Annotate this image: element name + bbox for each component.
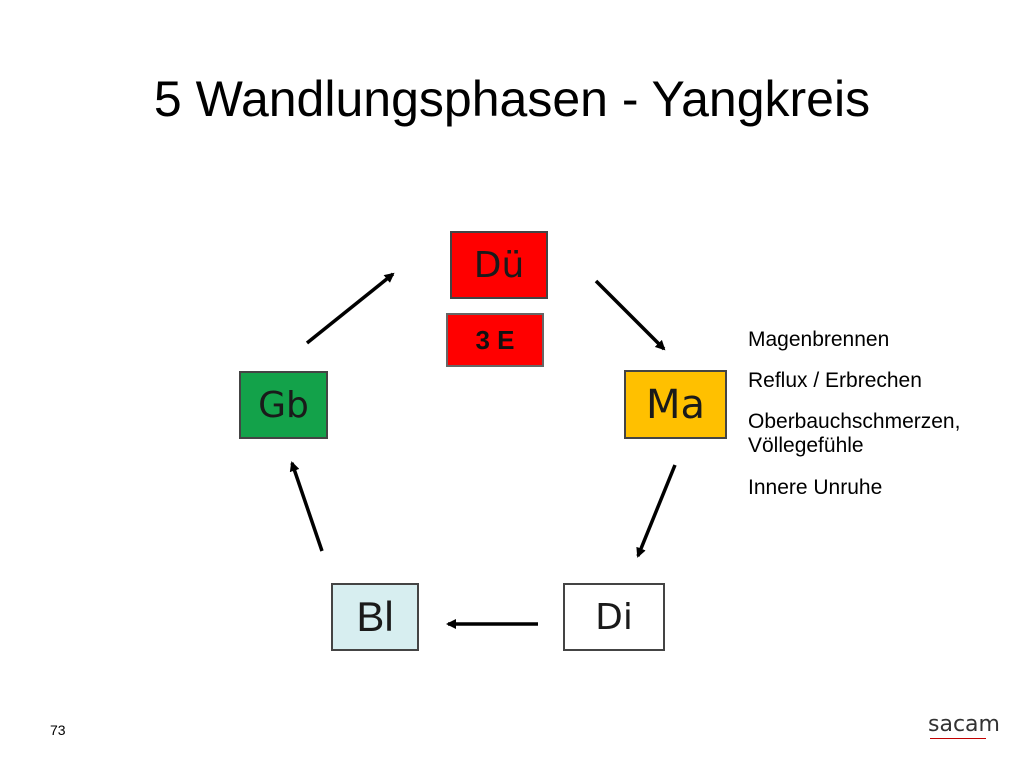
node-gb: Gb — [239, 371, 328, 439]
slide-title: 5 Wandlungsphasen - Yangkreis — [153, 71, 871, 127]
symptom-list: Magenbrennen Reflux / Erbrechen Oberbauc… — [748, 328, 1018, 517]
symptom-item: Reflux / Erbrechen — [748, 369, 922, 393]
arrow-ma-to-di — [636, 464, 677, 558]
node-di: Di — [563, 583, 665, 651]
node-ma: Ma — [624, 370, 727, 439]
sacam-logo: sacam — [928, 712, 1000, 737]
symptom-item: Innere Unruhe — [748, 475, 883, 499]
arrow-gb-to-du — [305, 272, 395, 345]
symptom-item: Magenbrennen — [748, 328, 890, 351]
logo-underline — [930, 738, 986, 739]
node-bl: Bl — [331, 583, 419, 651]
node-3e: 3 E — [446, 313, 544, 367]
symptom-item: Oberbauchschmerzen, Völlegefühle — [748, 410, 961, 458]
page-number: 73 — [50, 722, 66, 738]
arrow-du-to-ma — [594, 279, 666, 351]
node-du: Dü — [450, 231, 548, 299]
arrow-bl-to-gb — [289, 461, 324, 552]
